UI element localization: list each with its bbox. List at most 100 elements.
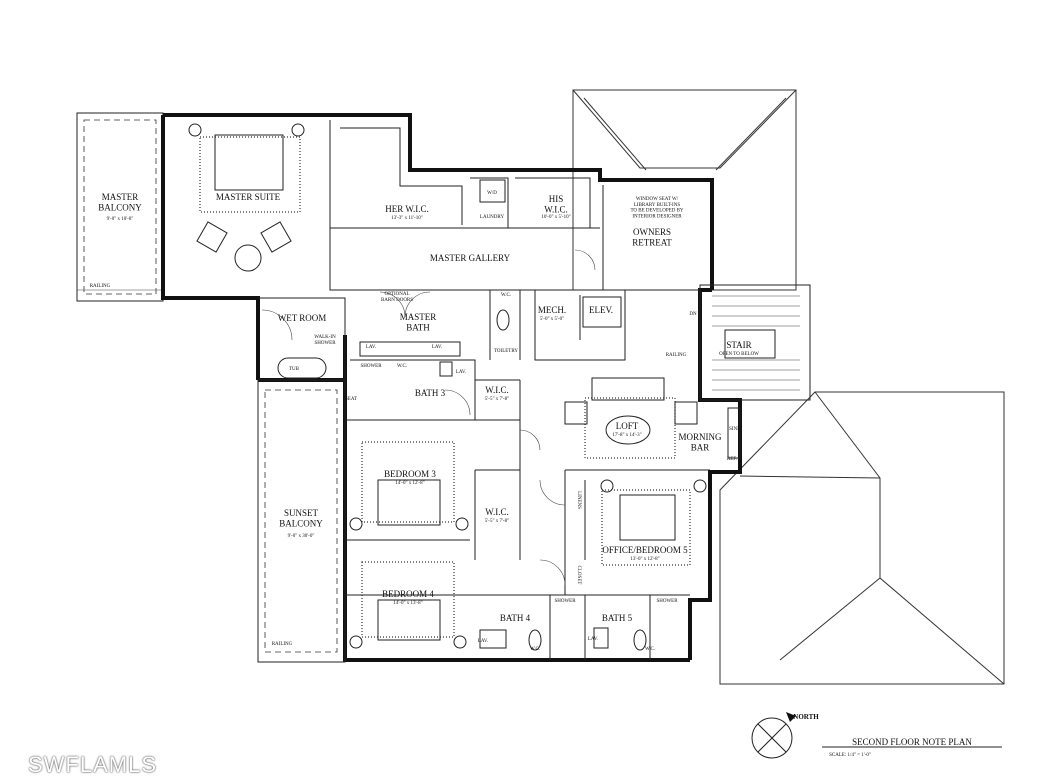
label-line: BALCONY: [279, 518, 323, 528]
label-line: SHOWER: [314, 341, 336, 346]
size-wic-lower: 5'-5" x 7'-8": [485, 519, 509, 524]
label-line: SUNSET: [284, 508, 319, 518]
label-bath4: BATH 4: [500, 613, 531, 623]
label-line: W.I.C.: [544, 204, 567, 214]
sunset-balcony: [257, 379, 346, 663]
north-arrow-icon: [751, 712, 796, 759]
note-open-to-below: OPEN TO BELOW: [719, 352, 759, 357]
label-line: MASTER: [102, 192, 139, 202]
roof-outline-east: [719, 391, 1005, 685]
label-ref: REF.: [727, 457, 737, 462]
label-her-wic: HER W.I.C.: [385, 204, 429, 214]
label-lav2: LAV.: [432, 345, 442, 350]
label-stair: STAIR: [726, 340, 751, 350]
label-line: MASTER: [400, 312, 437, 322]
label-mech: MECH.: [538, 305, 566, 315]
label-lav1: LAV.: [366, 345, 376, 350]
label-shower4: SHOWER: [554, 599, 576, 604]
label-office-bedroom5: OFFICE/BEDROOM 5: [602, 545, 688, 555]
bedroom4-bed: [349, 561, 467, 649]
label-wet-room: WET ROOM: [278, 313, 327, 323]
label-line: BATH: [406, 322, 430, 332]
label-line: BAR: [691, 442, 710, 452]
label-loft: LOFT: [616, 421, 639, 431]
label-line: WALK-IN: [314, 335, 336, 340]
bedroom3-bed: [349, 441, 469, 531]
label-sink: SINK: [729, 427, 741, 432]
label-bath3: BATH 3: [415, 388, 446, 398]
size-her-wic: 13'-3" x 11'-10": [391, 216, 423, 221]
label-wc4: W.C.: [530, 647, 540, 652]
label-north: NORTH: [793, 713, 819, 721]
label-elev: ELEV.: [589, 305, 613, 315]
label-tub: TUB: [289, 367, 300, 372]
label-lav5: LAV.: [588, 637, 598, 642]
label-laundry: LAUNDRY: [480, 215, 505, 220]
plan-scale: SCALE: 1/4" = 1'-0": [829, 753, 871, 758]
label-line: LIBRARY BUILT-INS: [634, 203, 680, 208]
size-sunset-balcony: 9'-0" x 30'-0": [288, 534, 315, 539]
label-line: OPTIONAL: [385, 292, 410, 297]
size-master-balcony: 9'-0" x 10'-8": [107, 217, 134, 222]
label-wc3: W.C.: [397, 364, 407, 369]
loft-seating: [564, 377, 698, 459]
office-bed: [600, 479, 707, 566]
size-mech: 5'-0" x 5'-0": [540, 317, 564, 322]
stair: [699, 284, 811, 401]
size-bedroom4: 14'-0" x 13'-8": [393, 601, 422, 606]
door-swings: [379, 249, 596, 586]
label-bedroom3: BEDROOM 3: [384, 469, 436, 479]
label-line: HIS: [549, 194, 564, 204]
wet-room-tub: [261, 309, 327, 379]
label-line: BALCONY: [98, 202, 142, 212]
label-line: OWNERS: [633, 227, 671, 237]
label-shower5: SHOWER: [656, 599, 678, 604]
label-wic-upper: W.I.C.: [485, 385, 508, 395]
label-lav3: LAV.: [456, 370, 466, 375]
label-railing-master: RAILING: [90, 284, 111, 289]
label-bedroom4: BEDROOM 4: [382, 589, 434, 599]
size-wic-upper: 5'-5" x 7'-8": [485, 397, 509, 402]
label-wc-master: W.C.: [501, 293, 511, 298]
label-railing-sunset: RAILING: [272, 642, 293, 647]
label-master-suite: MASTER SUITE: [216, 192, 281, 202]
label-bath5: BATH 5: [602, 613, 633, 623]
size-bedroom3: 14'-0" x 12'-8": [395, 481, 424, 486]
size-office-bedroom5: 13'-0" x 12'-8": [630, 557, 659, 562]
label-railing-stair: RAILING: [666, 353, 687, 358]
plan-title: SECOND FLOOR NOTE PLAN: [852, 737, 972, 747]
size-loft: 17'-8" x 14'-3": [612, 433, 641, 438]
label-line: MORNING: [678, 432, 722, 442]
master-seating: [196, 221, 292, 272]
master-bed: [188, 123, 305, 213]
label-line: TO BE DEVELOPED BY: [630, 209, 683, 214]
label-dn: DN: [689, 312, 697, 317]
size-his-wic: 10'-0" x 5'-10": [541, 215, 570, 220]
label-master-gallery: MASTER GALLERY: [430, 253, 511, 263]
label-closet: CLOSET: [576, 566, 581, 585]
label-line: RETREAT: [632, 237, 672, 247]
roof-outline-north: [572, 89, 797, 291]
watermark-logo: SWFLAMLS: [28, 752, 158, 777]
label-shower3: SHOWER: [360, 364, 382, 369]
interior-walls: [258, 120, 710, 660]
label-line: WINDOW SEAT W/: [636, 197, 679, 202]
label-wc5: W.C.: [645, 647, 655, 652]
label-lav4: LAV.: [478, 639, 488, 644]
label-wic-lower: W.I.C.: [485, 507, 508, 517]
label-line: INTERIOR DESIGNER: [632, 214, 682, 219]
label-line: BARN DOORS: [381, 298, 413, 303]
bath-fixtures: [359, 179, 741, 651]
